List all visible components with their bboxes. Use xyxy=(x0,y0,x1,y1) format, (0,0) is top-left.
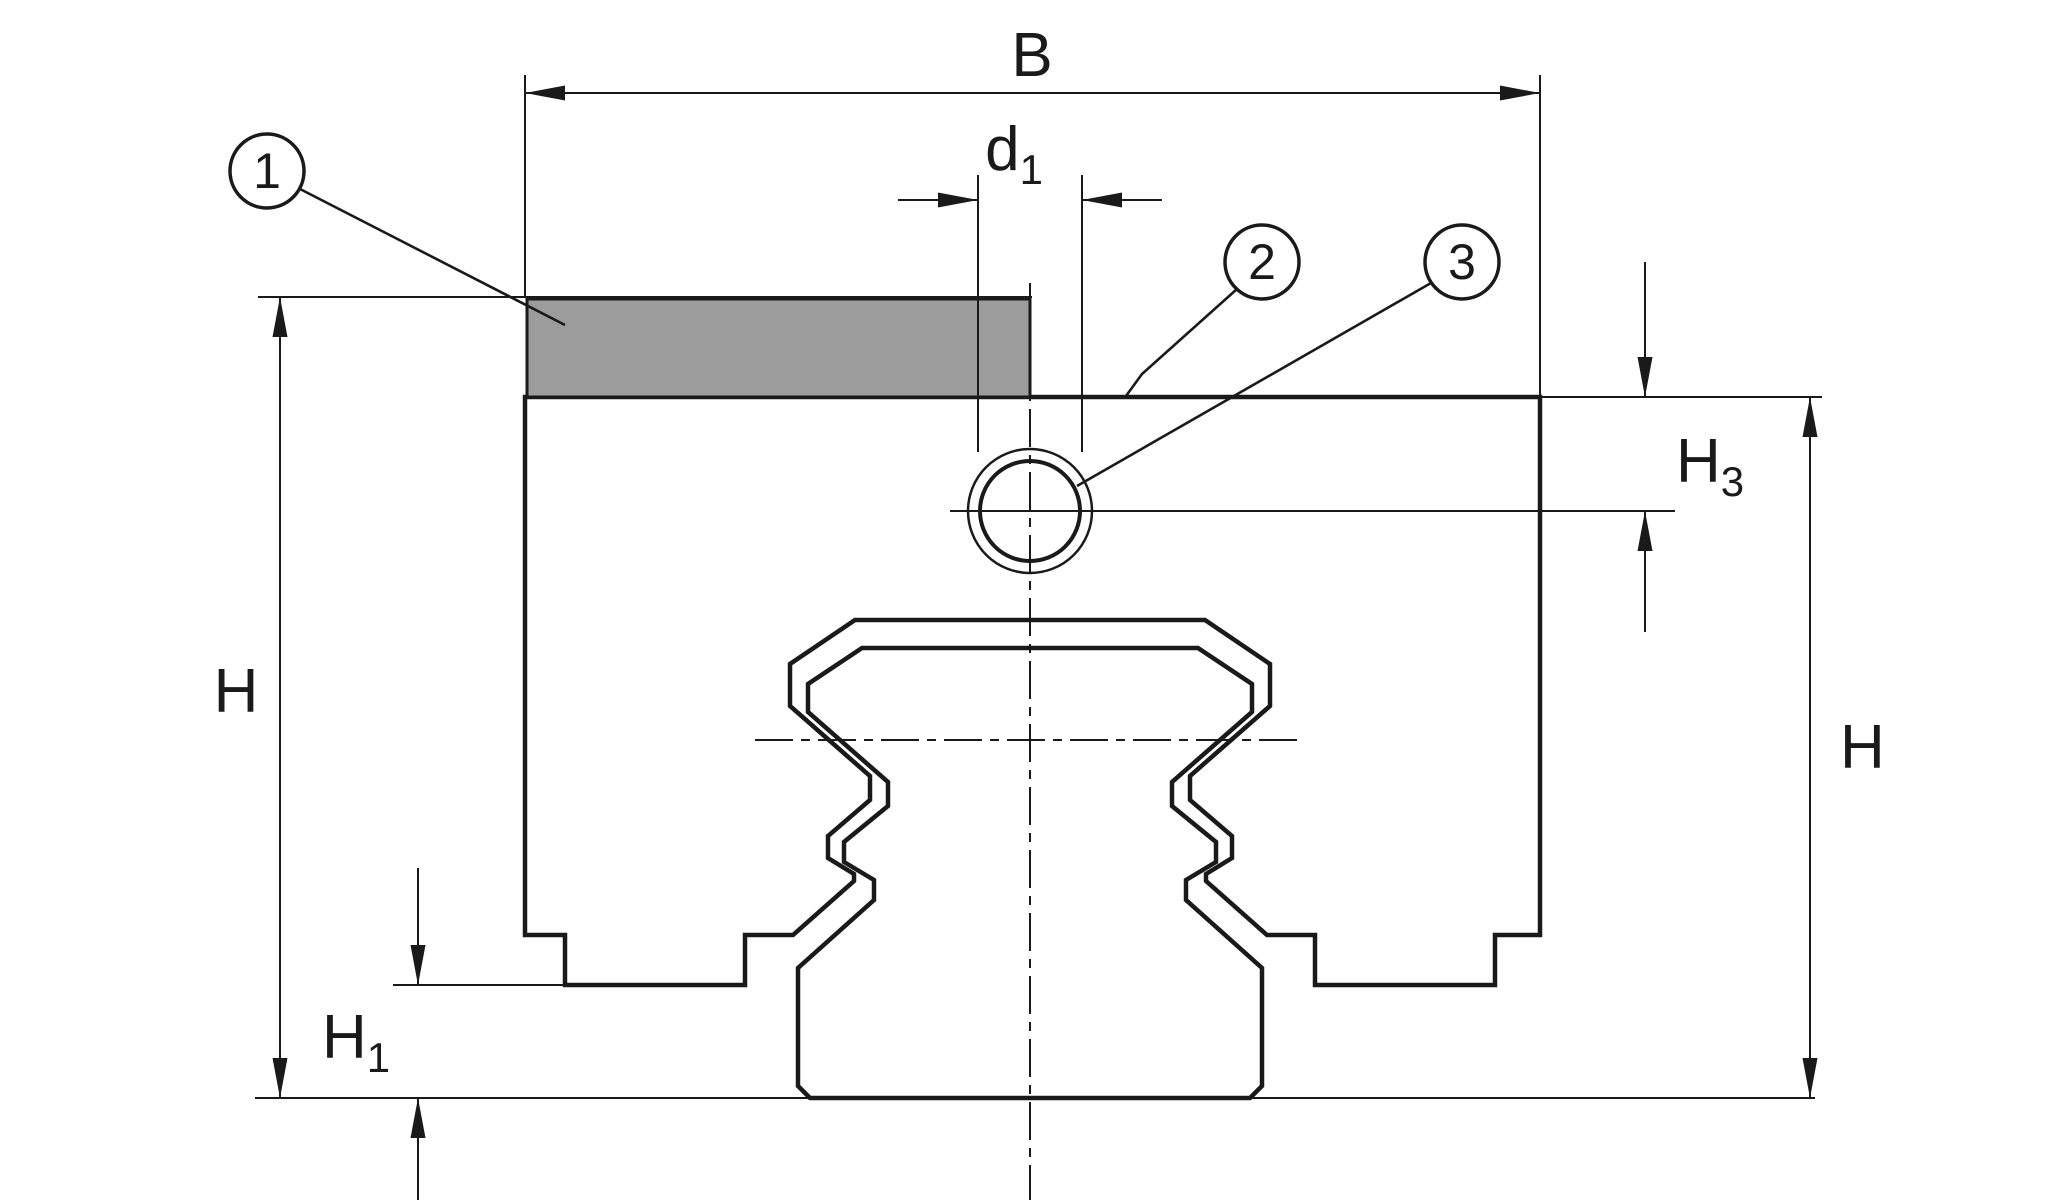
dimension-label-b: B xyxy=(1011,21,1052,90)
dimension-label-h3-sub: 3 xyxy=(1721,458,1744,505)
dimension-label-h1-base: H xyxy=(322,1003,367,1072)
callout-3: 3 xyxy=(1076,223,1501,488)
arrowhead-h3-bottom xyxy=(1637,511,1653,551)
arrowhead-h3-top xyxy=(1637,357,1653,397)
dimension-label-h1-sub: 1 xyxy=(367,1034,390,1081)
dimension-h3: H3 xyxy=(1637,262,1744,632)
arrowhead-h1-bottom xyxy=(410,1098,426,1138)
arrowhead-d1-left xyxy=(938,192,978,208)
callout-1-label: 1 xyxy=(253,143,281,199)
callout-3-leader-line xyxy=(1076,281,1432,488)
callout-1: 1 xyxy=(228,132,566,327)
dimension-b: B xyxy=(524,21,1541,397)
arrowhead-h-right-top xyxy=(1802,397,1818,437)
dimension-label-d1: d1 xyxy=(985,115,1043,193)
callout-2-balloon xyxy=(1223,223,1301,301)
dimension-label-h-right: H xyxy=(1840,713,1885,782)
dimension-label-h3: H3 xyxy=(1676,427,1744,505)
arrowhead-h-right-bottom xyxy=(1802,1058,1818,1098)
dimension-d1: d1 xyxy=(898,115,1162,452)
part1-cover-strip xyxy=(525,297,1032,399)
dimension-label-h3-base: H xyxy=(1676,427,1721,496)
callout-3-label: 3 xyxy=(1448,234,1476,290)
callout-1-balloon xyxy=(228,132,306,210)
dimension-label-d1-base: d xyxy=(985,115,1019,184)
callout-1-leader-line xyxy=(299,187,566,327)
callout-2: 2 xyxy=(1124,223,1301,397)
arrowhead-d1-right xyxy=(1082,192,1122,208)
arrowhead-b-right xyxy=(1500,85,1540,101)
dimension-h-left: H xyxy=(214,297,288,1098)
callout-2-label: 2 xyxy=(1248,234,1276,290)
dimension-h1: H1 xyxy=(322,868,426,1200)
dimension-label-d1-sub: 1 xyxy=(1020,146,1043,193)
arrowhead-h-left-top xyxy=(272,297,288,337)
dimension-label-h1: H1 xyxy=(322,1003,390,1081)
dimension-label-h-left: H xyxy=(214,657,259,726)
carriage-block-outline xyxy=(522,394,1543,988)
arrowhead-b-left xyxy=(525,85,565,101)
callout-2-leader-line xyxy=(1124,288,1238,397)
arrowhead-h-left-bottom xyxy=(272,1058,288,1098)
arrowhead-h1-top xyxy=(410,945,426,985)
callout-3-balloon xyxy=(1423,223,1501,301)
dimension-h-right: H xyxy=(1802,397,1885,1098)
